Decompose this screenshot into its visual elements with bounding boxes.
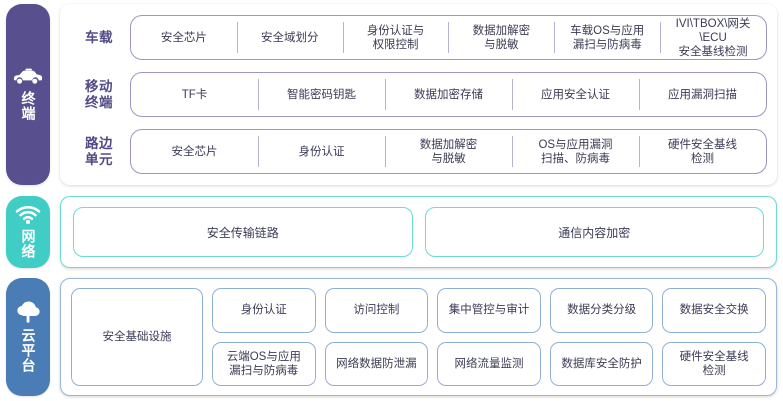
pill-item[interactable]: 安全芯片 [160, 31, 207, 44]
pill-item[interactable]: 数据加密存储 [385, 73, 512, 116]
pill-item[interactable]: 身份认证与权限控制 [342, 16, 449, 59]
pill-item[interactable]: TF卡 [181, 88, 208, 101]
cloud-card[interactable]: 数据分类分级 [549, 288, 654, 333]
pill-item[interactable]: 身份认证 [258, 130, 385, 173]
cloud-card-grid: 安全基础设施 身份认证 云端OS与应用漏扫与防病毒 访问控制 网络数据防泄漏 集… [71, 288, 766, 386]
sidebar-tab-terminal-label: 终端 [20, 91, 37, 121]
cloud-card[interactable]: 数据安全交换 [662, 288, 766, 333]
cloud-column: 访问控制 网络数据防泄漏 [324, 288, 429, 386]
network-card[interactable]: 通信内容加密 [424, 207, 764, 257]
terminal-row-mobile: 移动终端 TF卡 智能密码钥匙 数据加密存储 应用安全认证 应用漏洞扫描 [68, 68, 767, 121]
pillbar-mobile: TF卡 智能密码钥匙 数据加密存储 应用安全认证 应用漏洞扫描 [130, 72, 767, 117]
cloud-card[interactable]: 集中管控与审计 [437, 288, 541, 333]
pill-item[interactable]: 数据加解密与脱敏 [448, 16, 554, 59]
cloud-column: 数据分类分级 数据库安全防护 [549, 288, 654, 386]
row-label-roadside: 路边单元 [85, 135, 113, 167]
cloud-card[interactable]: 身份认证 [212, 288, 316, 333]
cloud-card[interactable]: 数据库安全防护 [549, 341, 654, 386]
network-card-row: 安全传输链路 通信内容加密 [73, 207, 764, 257]
pill-item[interactable]: 硬件安全基线检测 [639, 130, 766, 173]
cloud-card-infrastructure[interactable]: 安全基础设施 [71, 288, 203, 386]
cloud-card[interactable]: 网络流量监测 [437, 341, 541, 386]
panel-terminal: 车载 安全芯片 安全域划分 身份认证与权限控制 数据加解密与脱敏 车载OS与应用… [60, 4, 777, 185]
cloud-card[interactable]: 云端OS与应用漏扫与防病毒 [212, 341, 316, 386]
cloud-card[interactable]: 硬件安全基线检测 [662, 341, 766, 386]
sidebar-tab-network-label: 网络 [20, 229, 37, 259]
sidebar-tab-cloud-label: 云平台 [20, 328, 37, 373]
pill-item[interactable]: 数据加解密与脱敏 [385, 130, 512, 173]
pill-item[interactable]: 车载OS与应用漏扫与防病毒 [554, 16, 660, 59]
pill-item[interactable]: 智能密码钥匙 [258, 73, 385, 116]
sidebar-tab-cloud[interactable]: 云平台 [6, 278, 50, 396]
cloud-card[interactable]: 访问控制 [324, 288, 429, 333]
sidebar-tab-terminal[interactable]: 终端 [6, 4, 50, 185]
cloud-tree-icon [15, 301, 41, 323]
pill-item[interactable]: 应用安全认证 [512, 73, 639, 116]
terminal-row-roadside: 路边单元 安全芯片 身份认证 数据加解密与脱敏 OS与应用漏洞扫描、防病毒 硬件… [68, 125, 767, 178]
layer-terminal: 终端 车载 安全芯片 安全域划分 身份认证与权限控制 数据加解密与脱敏 车载OS… [0, 4, 783, 185]
terminal-row-vehicle: 车载 安全芯片 安全域划分 身份认证与权限控制 数据加解密与脱敏 车载OS与应用… [68, 11, 767, 64]
pill-item[interactable]: 安全域划分 [236, 16, 343, 59]
layer-network: 网络 安全传输链路 通信内容加密 [0, 196, 783, 268]
layer-cloud: 云平台 安全基础设施 身份认证 云端OS与应用漏扫与防病毒 访问控制 网络数据防… [0, 278, 783, 396]
pillbar-vehicle: 安全芯片 安全域划分 身份认证与权限控制 数据加解密与脱敏 车载OS与应用漏扫与… [130, 15, 767, 60]
cloud-column: 数据安全交换 硬件安全基线检测 [662, 288, 766, 386]
pillbar-roadside: 安全芯片 身份认证 数据加解密与脱敏 OS与应用漏洞扫描、防病毒 硬件安全基线检… [130, 129, 767, 174]
pill-item[interactable]: 安全芯片 [171, 145, 218, 158]
row-label-mobile: 移动终端 [85, 78, 113, 110]
network-card[interactable]: 安全传输链路 [73, 207, 413, 257]
sidebar-tab-network[interactable]: 网络 [6, 196, 50, 268]
cloud-card[interactable]: 网络数据防泄漏 [324, 341, 429, 386]
pill-item[interactable]: OS与应用漏洞扫描、防病毒 [512, 130, 639, 173]
cloud-column: 集中管控与审计 网络流量监测 [437, 288, 541, 386]
wifi-icon [15, 205, 41, 224]
car-icon [13, 68, 43, 86]
cloud-column: 身份认证 云端OS与应用漏扫与防病毒 [212, 288, 316, 386]
panel-network: 安全传输链路 通信内容加密 [60, 196, 777, 268]
pill-item[interactable]: 应用漏洞扫描 [639, 73, 766, 116]
panel-cloud: 安全基础设施 身份认证 云端OS与应用漏扫与防病毒 访问控制 网络数据防泄漏 集… [60, 278, 777, 396]
row-label-vehicle: 车载 [85, 29, 113, 45]
